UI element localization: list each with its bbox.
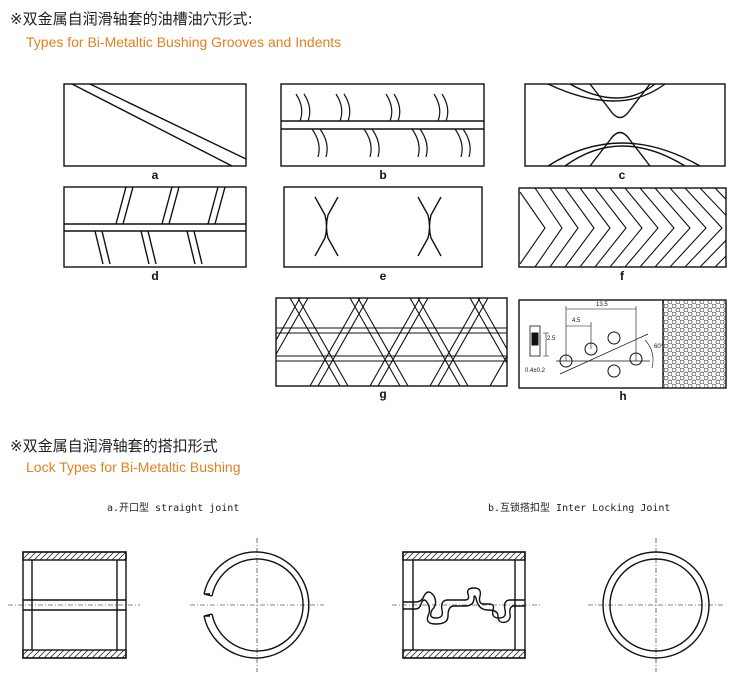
lock-caption-a: a.开口型 straight joint	[107, 503, 240, 514]
dim-text-d3: 2.5	[547, 336, 556, 342]
lock-a-end-view	[190, 538, 324, 672]
lock-title-en: Lock Types for Bi-Metaltic Bushing	[26, 459, 241, 475]
groove-panel-c	[524, 83, 726, 167]
panel-label-g: g	[379, 387, 387, 401]
dim-text-d2: 4.5	[572, 318, 581, 324]
panel-label-f: f	[620, 269, 624, 283]
dim-text-d4: 0.4±0.2	[525, 368, 546, 374]
dim-text-d5: 60°	[654, 344, 664, 350]
panel-label-a: a	[151, 168, 159, 182]
lock-title-zh: ※双金属自润滑轴套的搭扣形式	[10, 437, 218, 455]
panel-label-c: c	[618, 168, 626, 182]
lock-b-side-view	[392, 551, 540, 659]
grooves-title-en: Types for Bi-Metaltic Bushing Grooves an…	[26, 34, 342, 50]
groove-panel-d	[63, 186, 247, 268]
grooves-title-zh: ※双金属自润滑轴套的油槽油穴形式:	[10, 10, 253, 28]
groove-panel-b	[280, 83, 485, 167]
panel-label-d: d	[151, 269, 159, 283]
panel-label-b: b	[379, 168, 387, 182]
panel-label-h: h	[619, 389, 627, 403]
groove-panel-e	[283, 186, 483, 268]
panel-label-e: e	[379, 269, 387, 283]
lock-a-side-view	[8, 551, 140, 659]
groove-panel-f	[518, 187, 727, 268]
dim-text-d1: 13.5	[596, 302, 608, 308]
lock-b-end-view	[588, 538, 724, 672]
lock-caption-b: b.互锁搭扣型 Inter Locking Joint	[488, 503, 671, 514]
groove-panel-g	[275, 297, 508, 387]
groove-panel-h	[518, 299, 727, 389]
groove-panel-a	[63, 83, 247, 167]
